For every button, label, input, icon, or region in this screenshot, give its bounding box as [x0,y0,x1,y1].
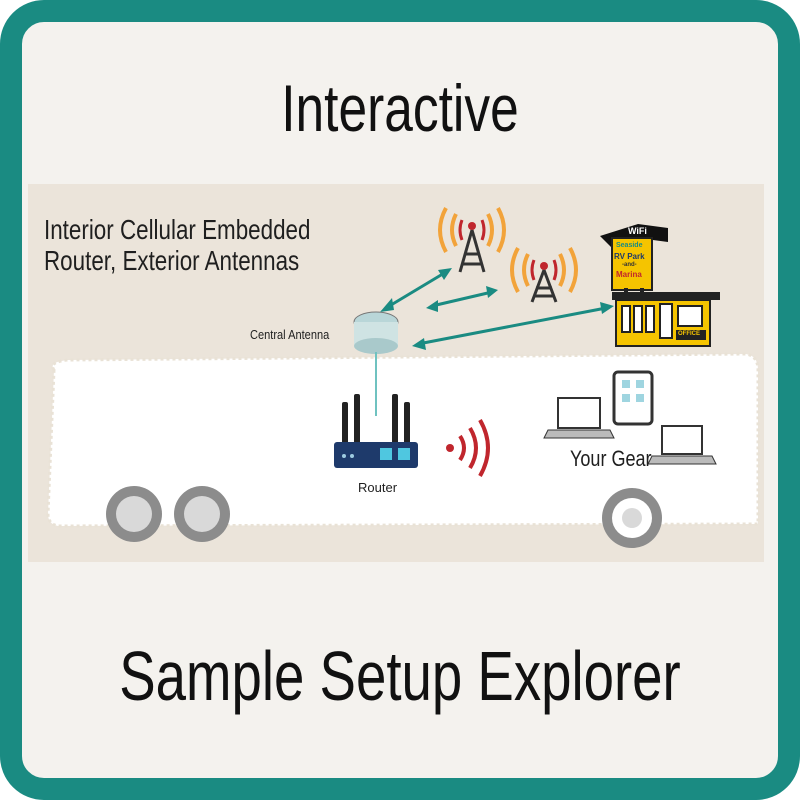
title-sample-setup-explorer: Sample Setup Explorer [119,637,681,715]
cell-tower-icon-1 [438,207,506,273]
wheel-icon-rear-2 [174,486,230,542]
sign-line3: -and- [622,262,637,268]
diagram-title-line2: Router, Exterior Antennas [44,245,300,276]
office-building-icon [600,224,720,347]
sign-line4: Marina [616,270,642,279]
title-interactive: Interactive [281,71,519,145]
wheel-icon-front [602,488,662,548]
sign-line1: Seaside [616,242,643,249]
sign-office: OFFICE [678,331,700,337]
your-gear-label: Your Gear [570,446,652,471]
diagram-title: Interior Cellular Embedded Router, Exter… [44,214,310,276]
laptop-icon-1 [543,397,615,439]
router-icon [334,394,418,468]
wifi-signal-icon [446,419,490,477]
sign-line2: RV Park [614,252,645,261]
signal-arrows [385,270,607,346]
arrow-heads [380,268,614,350]
cell-tower-icon-2 [510,247,578,303]
sign-wifi: WiFi [628,226,647,236]
router-label: Router [358,480,398,495]
setup-diagram: Interior Cellular Embedded Router, Exter… [28,184,764,562]
central-antenna-icon [353,311,399,416]
central-antenna-label: Central Antenna [250,327,330,342]
laptop-icon-2 [647,425,717,465]
tablet-icon [612,370,654,426]
diagram-title-line1: Interior Cellular Embedded [44,214,311,245]
wheel-icon-rear-1 [106,486,162,542]
